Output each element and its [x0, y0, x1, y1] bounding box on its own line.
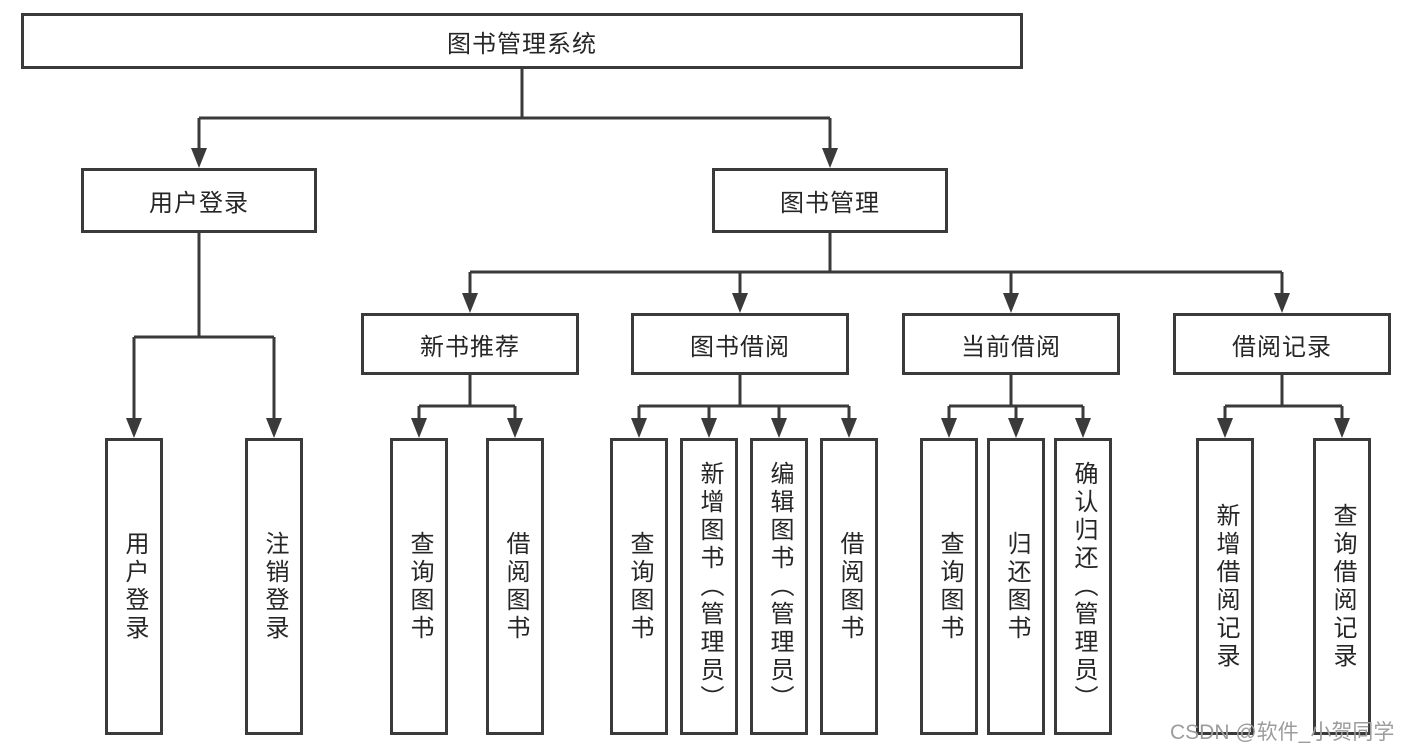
arrowheads	[126, 148, 1350, 438]
leaf-query-books-current: 查询图书	[920, 438, 978, 735]
leaf-add-books-admin-label: 新增图书（管理员）	[696, 460, 723, 713]
node-book-management: 图书管理	[712, 168, 948, 233]
node-new-book-recommend-label: 新书推荐	[420, 333, 520, 361]
leaf-borrow-books-recommend: 借阅图书	[486, 438, 544, 735]
leaf-edit-books-admin: 编辑图书（管理员）	[750, 438, 808, 735]
leaf-query-borrow-record: 查询借阅记录	[1313, 438, 1371, 735]
leaf-borrow-books: 借阅图书	[820, 438, 878, 735]
leaf-user-login-label: 用户登录	[121, 530, 148, 643]
leaf-query-books-recommend-label: 查询图书	[406, 530, 433, 643]
leaf-user-login: 用户登录	[105, 438, 163, 735]
leaf-query-books-borrow: 查询图书	[610, 438, 668, 735]
leaf-query-books-recommend: 查询图书	[390, 438, 448, 735]
node-root-label: 图书管理系统	[447, 30, 597, 58]
node-current-borrow-label: 当前借阅	[961, 333, 1061, 361]
node-current-borrow: 当前借阅	[902, 313, 1120, 375]
leaf-confirm-return-admin-label: 确认归还（管理员）	[1070, 460, 1097, 713]
node-new-book-recommend: 新书推荐	[361, 313, 579, 375]
node-borrow-records: 借阅记录	[1173, 313, 1391, 375]
node-borrow-records-label: 借阅记录	[1232, 333, 1332, 361]
node-user-login: 用户登录	[81, 168, 317, 233]
leaf-edit-books-admin-label: 编辑图书（管理员）	[766, 460, 793, 713]
leaf-query-borrow-record-label: 查询借阅记录	[1329, 502, 1356, 671]
node-book-borrow-label: 图书借阅	[690, 333, 790, 361]
leaf-logout: 注销登录	[245, 438, 303, 735]
watermark: CSDN @软件_小贺同学	[1170, 721, 1395, 744]
leaf-query-books-borrow-label: 查询图书	[626, 530, 653, 643]
leaf-query-books-current-label: 查询图书	[936, 530, 963, 643]
node-root: 图书管理系统	[21, 13, 1023, 69]
node-book-management-label: 图书管理	[780, 190, 880, 217]
leaf-return-books-label: 归还图书	[1003, 530, 1030, 643]
leaf-confirm-return-admin: 确认归还（管理员）	[1054, 438, 1112, 735]
leaf-add-borrow-record: 新增借阅记录	[1196, 438, 1254, 735]
leaf-borrow-books-label: 借阅图书	[836, 530, 863, 643]
leaf-return-books: 归还图书	[987, 438, 1045, 735]
leaf-add-books-admin: 新增图书（管理员）	[680, 438, 738, 735]
leaf-add-borrow-record-label: 新增借阅记录	[1212, 502, 1239, 671]
node-user-login-label: 用户登录	[149, 190, 249, 217]
leaf-logout-label: 注销登录	[261, 530, 288, 643]
node-book-borrow: 图书借阅	[631, 313, 849, 375]
leaf-borrow-books-recommend-label: 借阅图书	[502, 530, 529, 643]
